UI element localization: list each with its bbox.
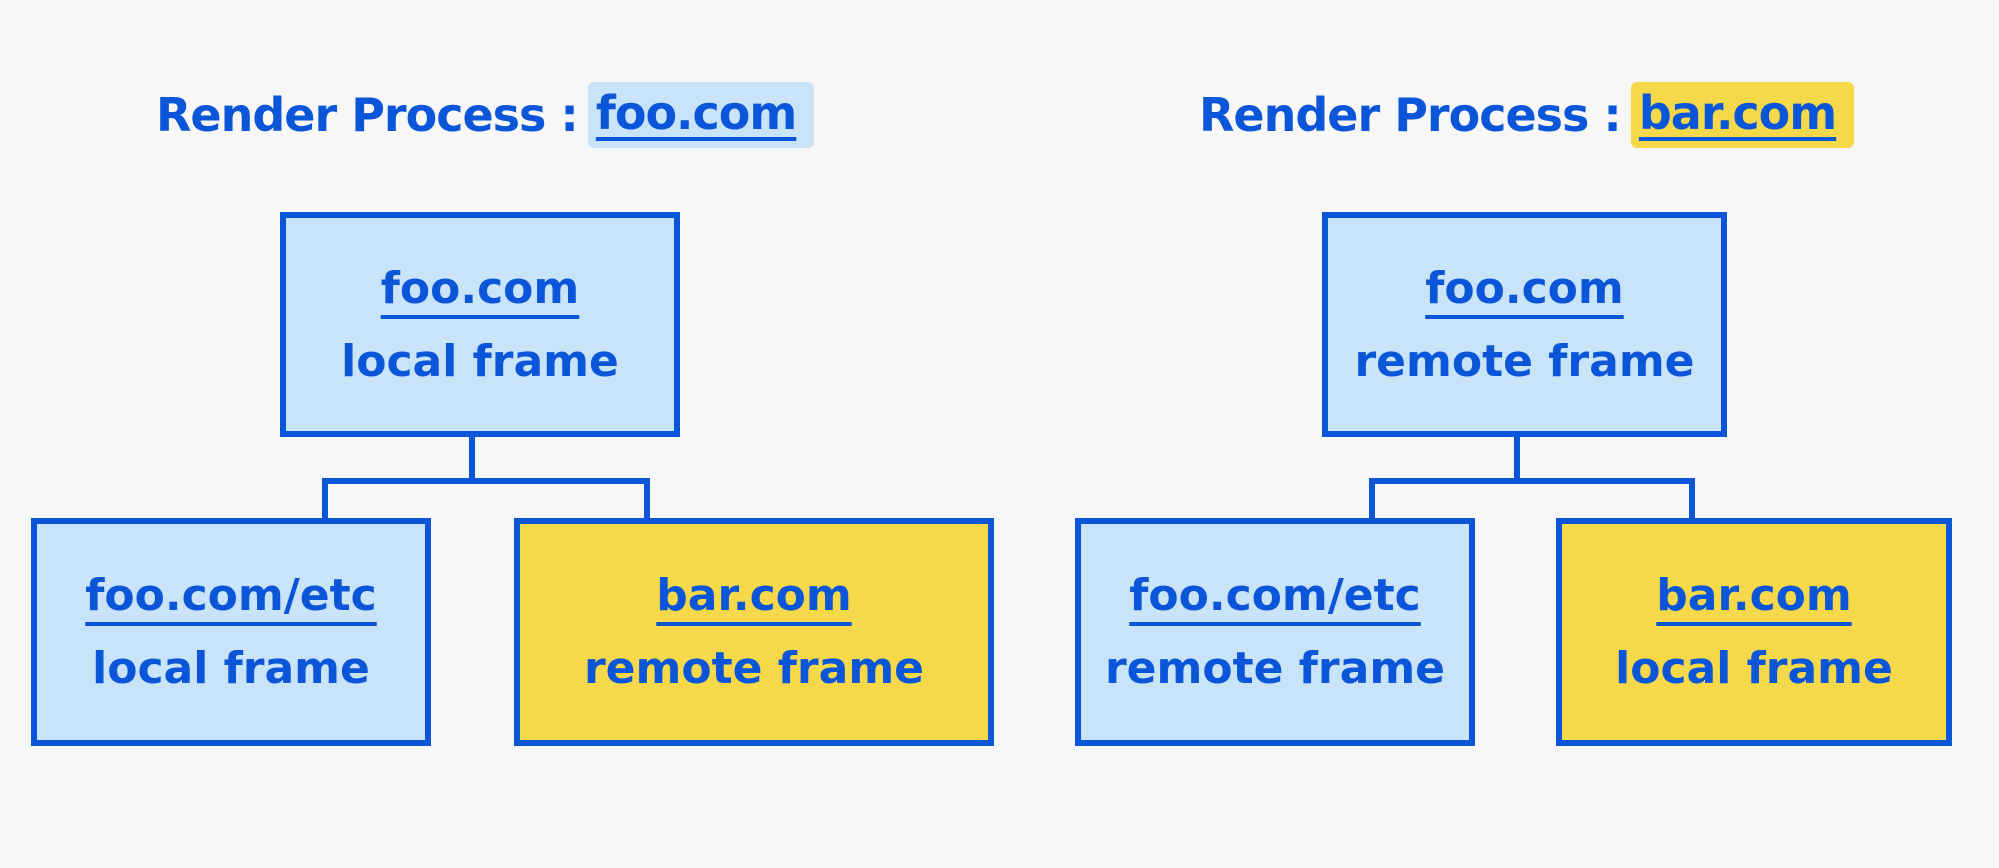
- title-prefix: Render Process :: [1199, 88, 1622, 142]
- left-root-frame: foo.com local frame: [280, 212, 680, 437]
- frame-domain: bar.com: [656, 570, 852, 621]
- connector: [1689, 478, 1695, 520]
- site-highlight: foo.com: [587, 82, 815, 148]
- right-root-frame: foo.com remote frame: [1322, 212, 1727, 437]
- frame-kind: remote frame: [1104, 643, 1446, 694]
- frame-kind: local frame: [1615, 643, 1893, 694]
- left-process-title: Render Process : foo.com: [156, 82, 815, 148]
- left-child-frame-2: bar.com remote frame: [514, 518, 994, 746]
- title-site: bar.com: [1638, 86, 1837, 140]
- frame-kind: local frame: [341, 335, 619, 387]
- connector: [322, 478, 650, 484]
- connector: [1514, 437, 1520, 483]
- frame-domain: foo.com: [1425, 262, 1624, 314]
- frame-kind: local frame: [92, 643, 370, 694]
- frame-kind: remote frame: [1354, 335, 1695, 387]
- frame-domain: foo.com: [380, 262, 580, 314]
- connector: [644, 478, 650, 520]
- connector: [469, 437, 475, 483]
- right-child-frame-2: bar.com local frame: [1556, 518, 1952, 746]
- title-site: foo.com: [595, 86, 797, 140]
- connector: [322, 478, 328, 520]
- site-highlight: bar.com: [1630, 82, 1855, 148]
- connector: [1369, 478, 1375, 520]
- left-child-frame-1: foo.com/etc local frame: [31, 518, 431, 746]
- title-prefix: Render Process :: [156, 88, 579, 142]
- frame-domain: bar.com: [1656, 570, 1852, 621]
- right-child-frame-1: foo.com/etc remote frame: [1075, 518, 1475, 746]
- right-process-title: Render Process : bar.com: [1199, 82, 1855, 148]
- frame-domain: foo.com/etc: [1129, 570, 1421, 621]
- connector: [1369, 478, 1695, 484]
- frame-domain: foo.com/etc: [85, 570, 377, 621]
- frame-kind: remote frame: [583, 643, 925, 694]
